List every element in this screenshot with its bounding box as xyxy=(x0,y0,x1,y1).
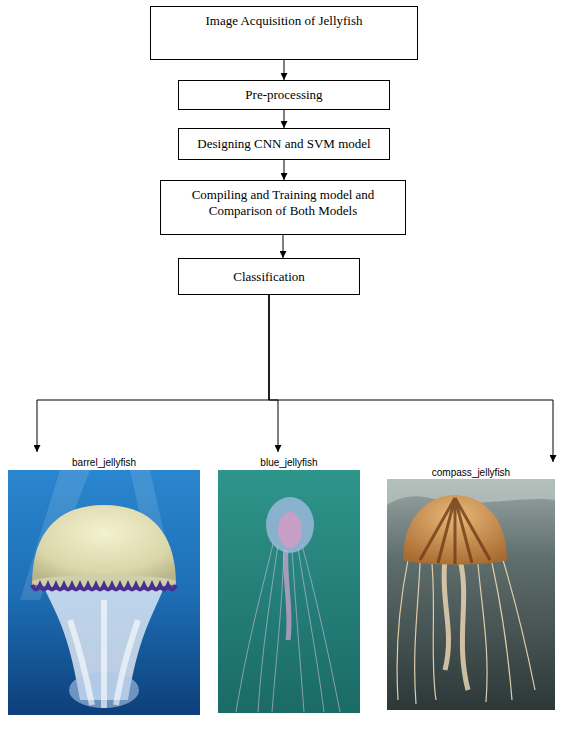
blue-jellyfish-photo xyxy=(218,470,360,713)
process-box: Image Acquisition of Jellyfish xyxy=(150,6,418,60)
image-caption: compass_jellyfish xyxy=(385,462,557,479)
process-box: Compiling and Training model and Compari… xyxy=(160,180,406,235)
image-node: barrel_jellyfish xyxy=(8,452,200,715)
arm-frills xyxy=(70,600,138,708)
barrel-jellyfish-photo xyxy=(8,470,200,715)
photo-background xyxy=(218,470,360,713)
tentacles xyxy=(236,540,340,712)
flow-arrow xyxy=(37,295,269,452)
flow-arrow xyxy=(283,235,284,258)
bell-stripes xyxy=(420,498,490,564)
flow-arrow xyxy=(284,160,285,180)
dome-rim xyxy=(32,575,176,589)
process-box: Pre-processing xyxy=(178,80,390,110)
box-label: Image Acquisition of Jellyfish xyxy=(205,13,362,29)
jellyfish-bell xyxy=(403,495,507,565)
process-box: Designing CNN and SVM model xyxy=(178,128,390,160)
box-label: Pre-processing xyxy=(245,87,322,103)
bell-core xyxy=(278,512,302,548)
oral-arms xyxy=(444,560,468,690)
image-node: blue_jellyfish xyxy=(218,452,360,713)
flow-arrow xyxy=(269,295,553,462)
compass-jellyfish-photo xyxy=(387,478,555,710)
image-caption: barrel_jellyfish xyxy=(8,452,200,469)
flow-arrow xyxy=(284,60,285,80)
flow-arrow xyxy=(269,295,278,452)
jellyfish-dome xyxy=(32,505,176,585)
jellyfish-bell xyxy=(266,497,314,553)
tentacles xyxy=(397,560,535,704)
photo-background xyxy=(8,470,200,715)
photo-background xyxy=(387,478,555,710)
purple-fringe xyxy=(32,585,176,590)
flow-arrow xyxy=(284,110,285,128)
jellyfish-body xyxy=(286,550,289,640)
image-caption: blue_jellyfish xyxy=(218,452,360,469)
image-node: compass_jellyfish xyxy=(385,462,557,710)
box-label: Compiling and Training model and Compari… xyxy=(169,187,397,219)
box-label: Classification xyxy=(233,269,305,285)
process-box: Classification xyxy=(178,258,360,295)
box-label: Designing CNN and SVM model xyxy=(197,136,370,152)
